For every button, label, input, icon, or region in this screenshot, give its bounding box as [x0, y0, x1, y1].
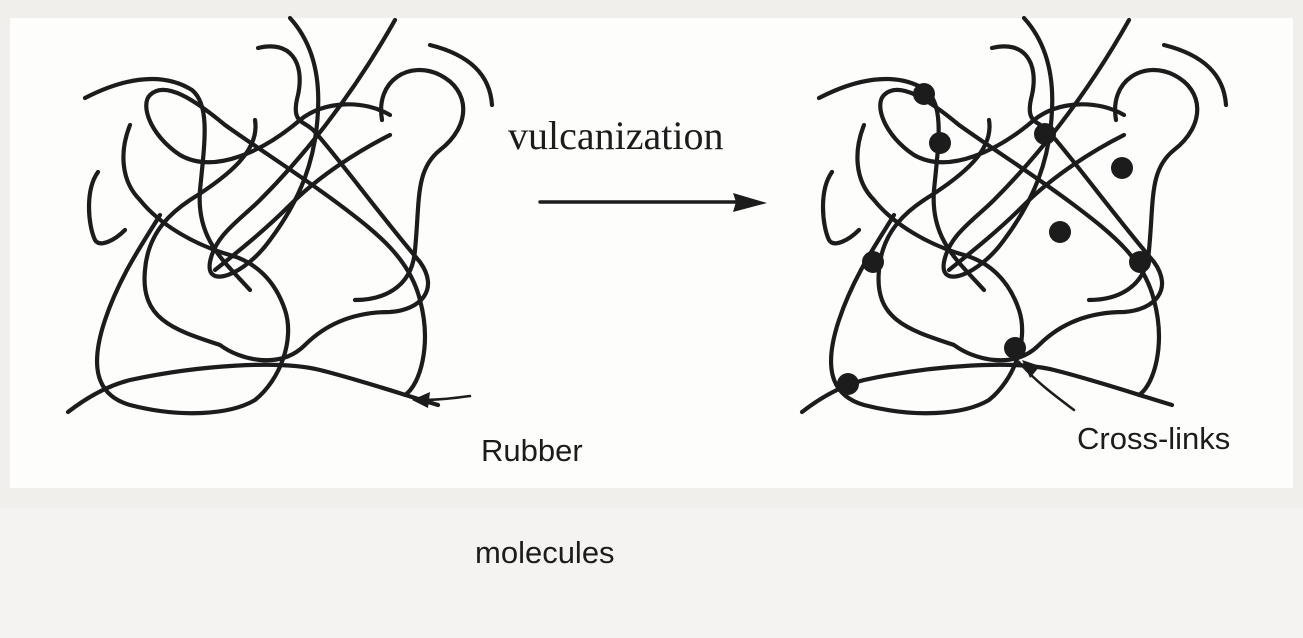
rubber-chain [823, 172, 859, 243]
rubber-chain [85, 79, 250, 290]
rubber-label-line2: molecules [475, 536, 615, 570]
rubber-label-line1: Rubber [475, 434, 615, 468]
cross-link-node [1111, 157, 1133, 179]
rubber-molecules-label: Rubber molecules [475, 366, 615, 638]
cross-link-node [1049, 221, 1071, 243]
rubber-chain [355, 70, 463, 300]
cross-link-node [837, 373, 859, 395]
cross-link-node [862, 251, 884, 273]
cross-link-node [1034, 123, 1056, 145]
cross-link-node [929, 132, 951, 154]
cross-link-node [913, 83, 935, 105]
page-background: vulcanization Rubber molecules Cross-lin… [0, 0, 1303, 508]
cross-link-node [1004, 337, 1026, 359]
cross-link-nodes [837, 83, 1151, 395]
cross-link-node [1129, 251, 1151, 273]
vulcanization-label: vulcanization [508, 112, 723, 159]
rubber-chain [89, 172, 125, 243]
rubber-pointer-arrowhead [412, 392, 430, 408]
rubber-molecules-network [68, 18, 492, 413]
cross-links-label: Cross-links [1077, 422, 1230, 456]
vulcanization-arrow [540, 193, 767, 212]
rubber-chain [819, 79, 984, 290]
